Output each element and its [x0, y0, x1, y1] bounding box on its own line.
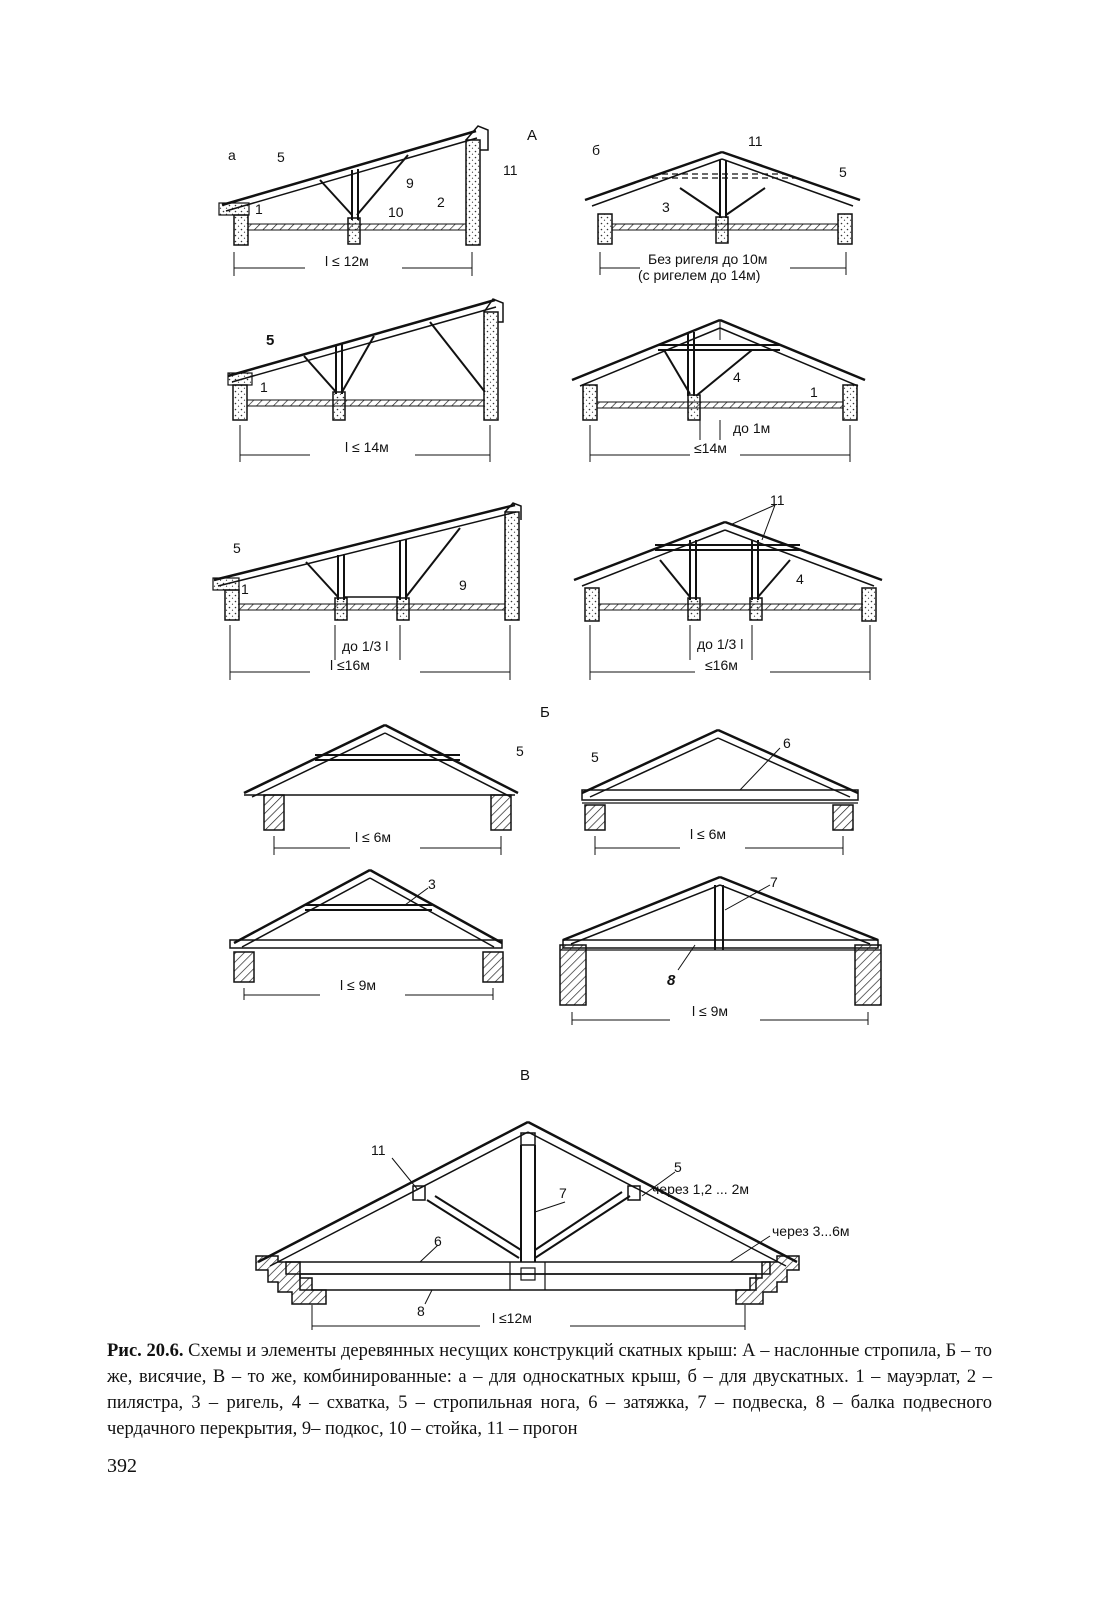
label-4-b3: 4 — [796, 571, 804, 587]
diagram-b2 — [571, 318, 866, 462]
diagram-b1 — [584, 150, 861, 275]
caption-text: Схемы и элементы деревянных несущих конс… — [107, 1341, 992, 1439]
span-b-hanging-4: l ≤ 9м — [692, 1003, 728, 1019]
figure-caption: Рис. 20.6. Схемы и элементы деревянных н… — [107, 1338, 992, 1442]
label-2-a1: 2 — [437, 194, 445, 210]
diagram-b3 — [573, 504, 883, 680]
label-9-a3: 9 — [459, 577, 467, 593]
span-a3: l ≤16м — [330, 657, 370, 673]
section-v-label: В — [520, 1067, 530, 1084]
span-a2: l ≤ 14м — [345, 439, 389, 455]
label-1-a3: 1 — [241, 581, 249, 597]
page-number: 392 — [107, 1455, 137, 1477]
label-5-a2: 5 — [266, 332, 274, 349]
label-7-combined: 7 — [559, 1185, 567, 1201]
label-1-a1: 1 — [255, 201, 263, 217]
label-5-b-hanging-2: 5 — [591, 749, 599, 765]
caption-prefix: Рис. 20.6. — [107, 1341, 184, 1361]
label-3-b-hanging-3: 3 — [428, 876, 436, 892]
diagram-b-hanging-2 — [581, 728, 859, 855]
diagram-a3 — [212, 502, 522, 680]
label-11-combined: 11 — [371, 1142, 386, 1158]
diagram-combined — [255, 1120, 800, 1330]
span-a3-sub: до 1/3 l — [342, 638, 388, 654]
label-5-b1: 5 — [839, 164, 847, 180]
span-b2-sub: до 1м — [733, 420, 770, 436]
section-a-label: А — [527, 127, 537, 144]
span-b1-line1: Без ригеля до 10м — [648, 251, 767, 267]
label-1-a2: 1 — [260, 379, 268, 395]
span-b3: ≤16м — [705, 657, 738, 673]
label-3-b1: 3 — [662, 199, 670, 215]
note-pitch-2: через 3...6м — [772, 1223, 850, 1239]
span-b1-line2: (с ригелем до 14м) — [638, 267, 760, 283]
span-b-hanging-1: l ≤ 6м — [355, 829, 391, 845]
diagram-a1 — [218, 125, 489, 276]
sub-label-b: б — [592, 142, 600, 158]
label-6-combined: 6 — [434, 1233, 442, 1249]
note-pitch-1: через 1,2 ... 2м — [652, 1181, 749, 1197]
label-6-b-hanging-2: 6 — [783, 735, 791, 751]
label-8-b-hanging-4: 8 — [667, 972, 676, 989]
label-10-a1: 10 — [388, 204, 404, 220]
span-b3-sub: до 1/3 l — [697, 636, 743, 652]
section-b-label: Б — [540, 704, 550, 721]
label-4-b2: 4 — [733, 369, 741, 385]
diagram-b-hanging-3 — [229, 868, 504, 1000]
label-5-a3: 5 — [233, 540, 241, 556]
label-5-a1: 5 — [277, 149, 285, 165]
label-5-combined: 5 — [674, 1159, 682, 1175]
label-5-b-hanging-1: 5 — [516, 743, 524, 759]
span-b-hanging-2: l ≤ 6м — [690, 826, 726, 842]
label-7-b-hanging-4: 7 — [770, 874, 778, 890]
sub-label-a: а — [228, 147, 236, 163]
label-11-b3: 11 — [770, 492, 785, 508]
label-11-a1: 11 — [503, 162, 518, 178]
diagram-b-hanging-4 — [559, 875, 882, 1025]
diagram-a2 — [227, 298, 504, 462]
label-1-b2: 1 — [810, 384, 818, 400]
diagram-b-hanging-1 — [243, 723, 519, 855]
label-8-combined: 8 — [417, 1303, 425, 1319]
span-combined: l ≤12м — [492, 1310, 532, 1326]
span-b-hanging-3: l ≤ 9м — [340, 977, 376, 993]
roof-truss-figure: А а 5 1 9 10 2 11 l ≤ 12м — [212, 125, 883, 1330]
span-a1: l ≤ 12м — [325, 253, 369, 269]
label-11-b1: 11 — [748, 133, 763, 149]
label-9-a1: 9 — [406, 175, 414, 191]
span-b2: ≤14м — [694, 440, 727, 456]
